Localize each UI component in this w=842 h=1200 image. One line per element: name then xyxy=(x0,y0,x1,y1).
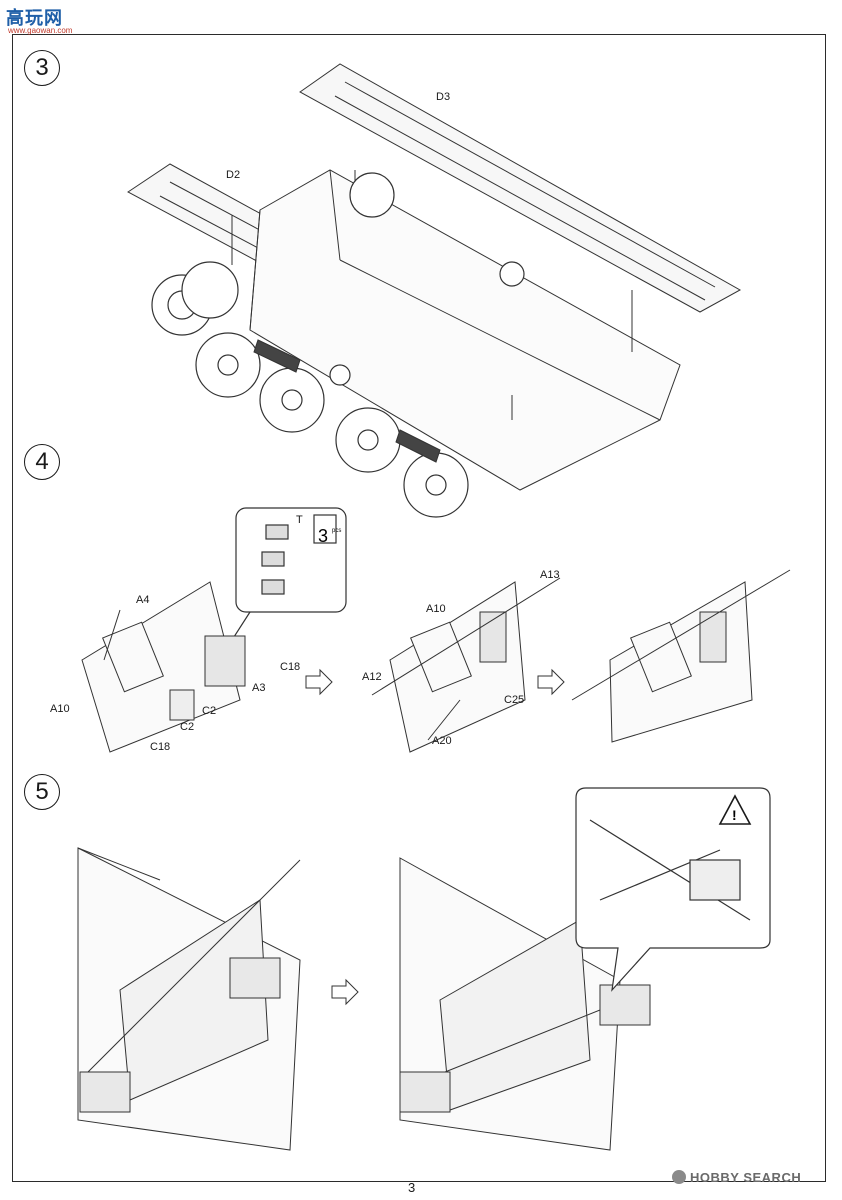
next-arrow-2 xyxy=(537,668,565,696)
label-c18-1: C18 xyxy=(280,661,300,673)
warning-symbol: ! xyxy=(732,807,737,823)
step-4-marker: 4 xyxy=(24,444,60,480)
label-a13: A13 xyxy=(540,569,560,581)
step-3-marker: 3 xyxy=(24,50,60,86)
next-arrow-1 xyxy=(305,668,333,696)
logo-text: 高玩网 xyxy=(6,8,63,29)
label-c18-2: C18 xyxy=(150,741,170,753)
label-d2: D2 xyxy=(226,169,240,181)
warning-icon: ! xyxy=(718,794,752,825)
label-a4: A4 xyxy=(136,594,149,606)
logo-url: www.gaowan.com xyxy=(8,26,73,35)
label-a10-2: A10 xyxy=(426,603,446,615)
rear-plate-1 xyxy=(81,581,246,753)
hobby-search-logo-icon xyxy=(672,1170,686,1184)
label-a20: A20 xyxy=(432,735,452,747)
label-d3: D3 xyxy=(436,91,450,103)
road-wheels xyxy=(151,172,525,518)
label-c2-1: C2 xyxy=(202,705,216,717)
step-5-marker: 5 xyxy=(24,774,60,810)
hull-rear-right xyxy=(399,857,651,1151)
page-frame xyxy=(12,34,826,1182)
inset-qty: 3 xyxy=(318,526,328,546)
next-arrow-3 xyxy=(331,978,359,1006)
site-logo: 高玩网 www.gaowan.com xyxy=(6,4,126,40)
inset-label: T xyxy=(296,514,303,526)
inset-tow-hooks xyxy=(230,507,347,641)
label-c2-2: C2 xyxy=(180,721,194,733)
fender-d3 xyxy=(299,63,742,313)
rear-plate-2 xyxy=(371,577,561,753)
watermark-bottom: HOBBY SEARCH xyxy=(672,1170,801,1185)
inset-qty-unit: pcs xyxy=(332,528,341,534)
label-c25: C25 xyxy=(504,694,524,706)
watermark-text: HOBBY SEARCH xyxy=(690,1170,802,1185)
label-a12: A12 xyxy=(362,671,382,683)
rear-plate-3 xyxy=(571,569,791,743)
label-a3: A3 xyxy=(252,682,265,694)
hull-rear-left xyxy=(77,847,301,1151)
detail-callout xyxy=(575,787,771,992)
label-a10-1: A10 xyxy=(50,703,70,715)
track-links xyxy=(253,339,441,463)
page-number: 3 xyxy=(408,1180,416,1195)
